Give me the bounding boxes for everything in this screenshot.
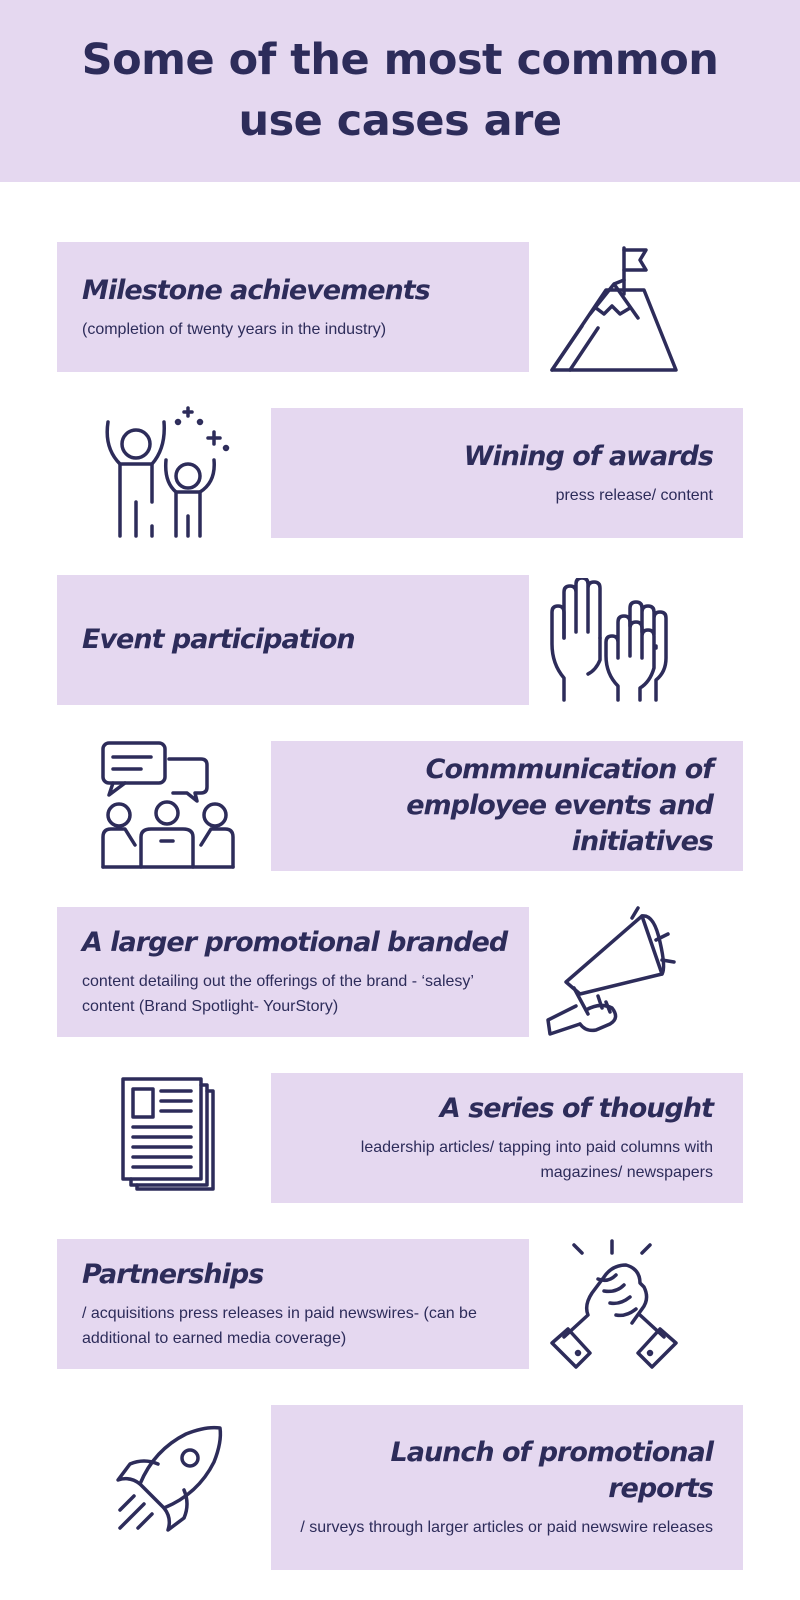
rocket-icon bbox=[114, 1424, 224, 1534]
use-case-title: Wining of awards bbox=[463, 440, 714, 472]
use-case-card-partnerships: Partnerships / acquisitions press releas… bbox=[57, 1239, 529, 1369]
celebrating-people-icon bbox=[100, 406, 235, 540]
handshake-icon bbox=[548, 1239, 680, 1369]
use-case-card-awards: Wining of awards press release/ content bbox=[271, 408, 743, 538]
use-case-title: Partnerships bbox=[82, 1259, 264, 1290]
use-case-card-communication: Commmunication of employee events and in… bbox=[271, 741, 743, 871]
use-case-desc: press release/ content bbox=[555, 486, 713, 504]
page-title: Some of the most common use cases are bbox=[81, 35, 719, 146]
use-case-card-event: Event participation bbox=[57, 575, 529, 705]
use-case-title: A series of thought bbox=[439, 1093, 714, 1124]
use-case-desc: / surveys through larger articles or pai… bbox=[300, 1519, 713, 1536]
use-case-title: Commmunication of employee events and in… bbox=[406, 754, 714, 857]
raised-hands-icon bbox=[550, 578, 678, 704]
use-case-title: Milestone achievements bbox=[82, 274, 431, 306]
newspaper-icon bbox=[121, 1077, 217, 1191]
use-case-desc: leadership articles/ tapping into paid c… bbox=[360, 1139, 713, 1181]
use-case-title: A larger promotional branded bbox=[82, 927, 508, 958]
team-discussion-icon bbox=[101, 741, 235, 871]
header-banner: Some of the most common use cases are bbox=[0, 0, 800, 182]
use-case-title: Event participation bbox=[82, 624, 356, 655]
use-case-desc: (completion of twenty years in the indus… bbox=[82, 320, 387, 338]
use-case-title: Launch of promotional reports bbox=[390, 1437, 714, 1504]
use-case-desc: content detailing out the offerings of t… bbox=[82, 973, 474, 1015]
mountain-flag-icon bbox=[548, 244, 680, 374]
use-case-card-reports: Launch of promotional reports / surveys … bbox=[271, 1405, 743, 1570]
use-case-card-promotional: A larger promotional branded content det… bbox=[57, 907, 529, 1037]
use-case-desc: / acquisitions press releases in paid ne… bbox=[82, 1305, 477, 1347]
use-case-card-thought-leadership: A series of thought leadership articles/… bbox=[271, 1073, 743, 1203]
use-case-card-milestone: Milestone achievements (completion of tw… bbox=[57, 242, 529, 372]
megaphone-icon bbox=[546, 906, 680, 1038]
